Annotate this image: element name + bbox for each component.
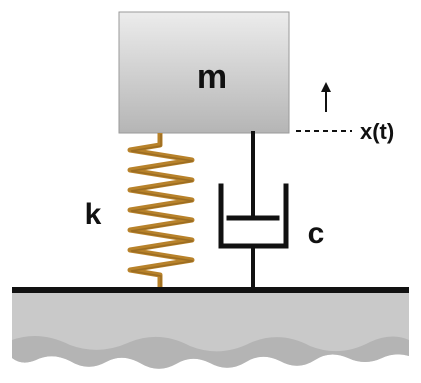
ground-shading bbox=[12, 336, 409, 369]
damper-label: c bbox=[308, 217, 325, 250]
displacement-label: x(t) bbox=[360, 119, 394, 144]
displacement-arrow bbox=[321, 82, 331, 112]
mass-block bbox=[118, 11, 290, 134]
mass-label: m bbox=[197, 58, 227, 96]
spring-shadow bbox=[130, 134, 194, 287]
spring-label: k bbox=[85, 198, 102, 231]
damper bbox=[218, 131, 289, 289]
ground-line bbox=[12, 287, 409, 293]
spring bbox=[127, 133, 195, 287]
